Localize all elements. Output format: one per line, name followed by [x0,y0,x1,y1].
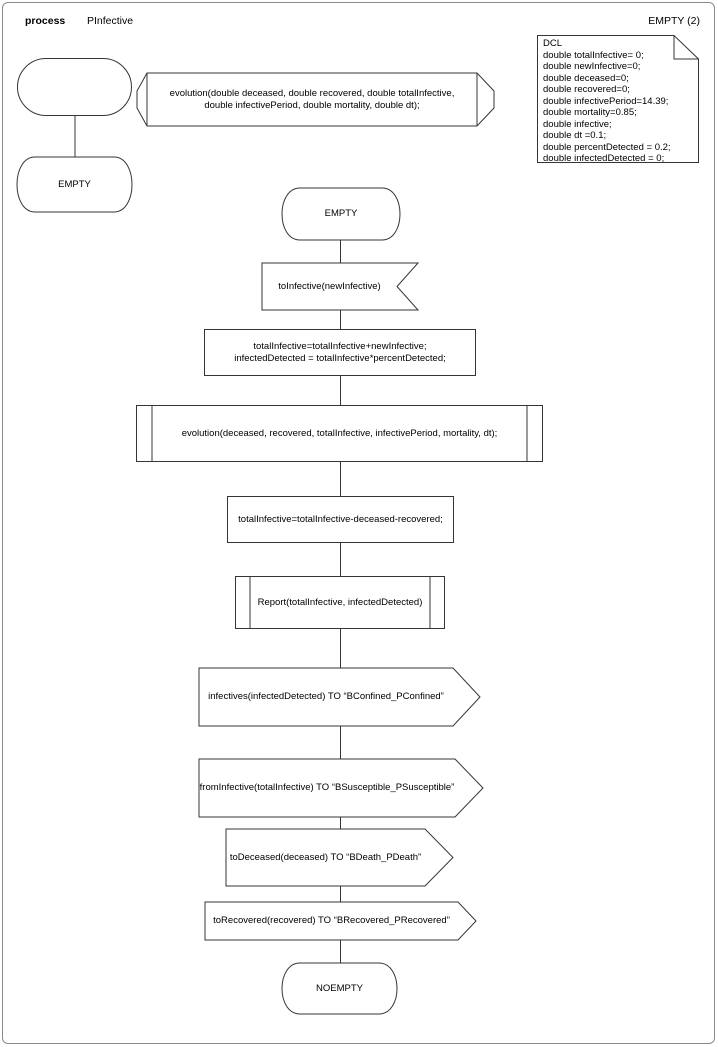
task-symbol-subtract[interactable] [227,496,454,543]
state-label-empty: EMPTY [324,208,358,219]
state-symbol-empty[interactable] [281,187,401,241]
procedure-call-evolution[interactable] [136,405,543,462]
procedure-declaration-text: evolution(double deceased, double recove… [169,87,455,111]
output-symbol-from-infective[interactable] [198,758,484,818]
procedure-call-report[interactable] [235,576,445,629]
output-symbol-to-deceased[interactable] [225,828,454,887]
dcl-declarations-text: DCL double totalInfective= 0; double new… [543,38,671,164]
procedure-call-report-inner-lines [249,576,431,629]
process-name: PInfective [87,15,134,27]
procedure-call-evolution-text: evolution(deceased, recovered, totalInfe… [181,427,498,439]
task-symbol-update[interactable] [204,329,476,376]
state-symbol-noempty[interactable] [281,962,398,1015]
procedure-declaration-inner-edges [146,73,478,126]
output-from-infective-text: fromInfective(totalInfective) TO “BSusce… [199,782,455,793]
output-to-recovered-text: toRecovered(recovered) TO “BRecovered_PR… [213,915,450,926]
procedure-call-report-text: Report(totalInfective, infectedDetected) [257,596,423,608]
task-update-text: totalInfective=totalInfective+newInfecti… [234,340,446,364]
start-symbol[interactable] [17,58,132,116]
output-infectives-text: infectives(infectedDetected) TO “BConfin… [208,691,444,702]
output-symbol-infectives[interactable] [198,667,481,727]
state-symbol-empty-left[interactable] [16,156,133,213]
state-label-noempty: NOEMPTY [316,982,363,994]
input-text: toInfective(newInfective) [278,280,381,292]
state-label-empty-left: EMPTY [58,178,91,190]
page-label: EMPTY (2) [648,15,700,27]
output-symbol-to-recovered[interactable] [204,901,477,941]
text-symbol-dcl[interactable] [537,35,699,163]
process-keyword: process [25,15,66,27]
task-subtract-text: totalInfective=totalInfective-deceased-r… [238,513,443,525]
output-to-deceased-text: toDeceased(deceased) TO “BDeath_PDeath” [229,851,422,863]
input-symbol[interactable] [261,262,420,311]
text-symbol-fold [673,35,699,60]
procedure-call-evolution-inner-lines [151,405,528,462]
